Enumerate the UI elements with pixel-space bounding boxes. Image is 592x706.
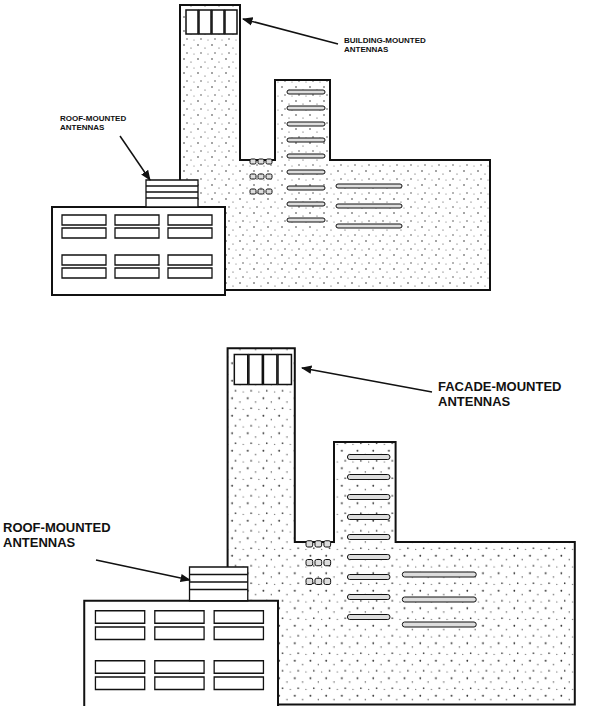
leader-arrow: [120, 136, 150, 180]
leader-arrow: [96, 560, 190, 580]
leader-arrow: [243, 19, 338, 44]
leader-arrow: [302, 368, 432, 392]
callout-label: FACADE-MOUNTED ANTENNAS: [438, 380, 583, 410]
callout-label: ROOF-MOUNTED ANTENNAS: [3, 521, 128, 551]
callout-label: ROOF-MOUNTED ANTENNAS: [60, 114, 130, 132]
callout-label: BUILDING-MOUNTED ANTENNAS: [344, 36, 440, 54]
building-top: [52, 5, 490, 295]
